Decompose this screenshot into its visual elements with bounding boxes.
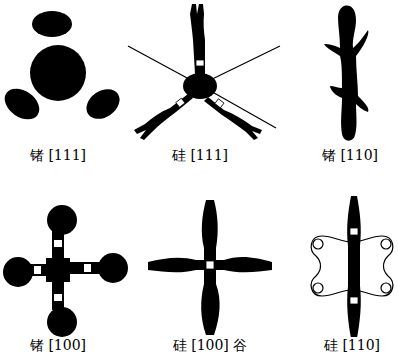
figure-caption: 硅 [110] [322,337,382,353]
figure-caption: 锗 [100] [28,337,88,353]
figure-caption: 锗 [110] [320,147,380,163]
figure-caption: 硅 [111] [170,147,230,163]
figure-caption: 锗 [111] [28,147,88,163]
ge-100-figure [3,205,128,337]
ge-110-figure [324,6,368,141]
ge-111-figure [0,11,125,126]
si-111-figure [128,4,280,140]
si-100-figure [148,200,272,335]
si-110-figure [311,196,393,338]
figure-caption: 硅 [100] 谷 [171,337,250,353]
